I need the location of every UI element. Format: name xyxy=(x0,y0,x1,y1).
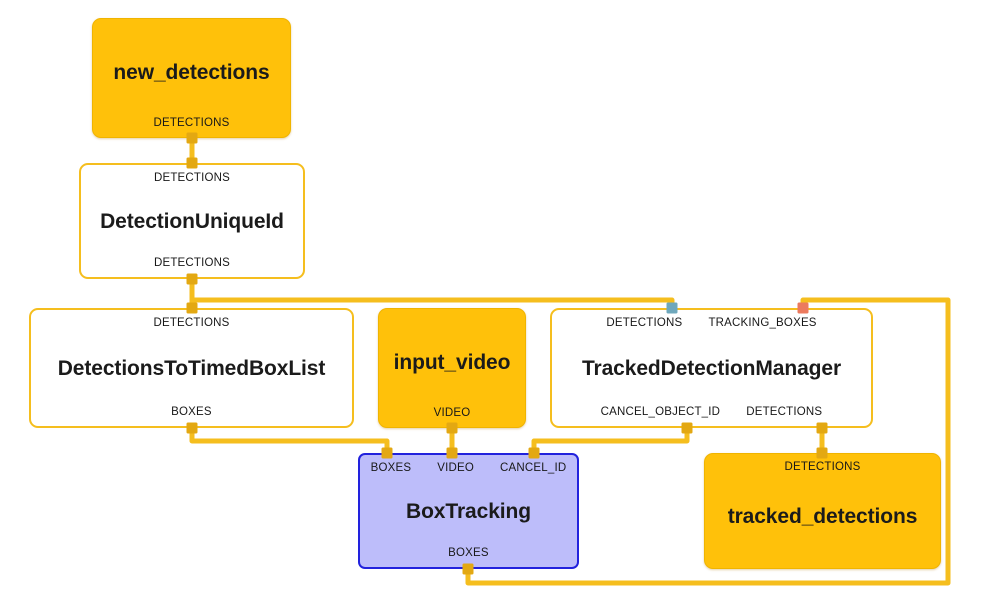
node-new_detections-inputs-labels xyxy=(93,19,290,27)
port-new_detections-out-DETECTIONS[interactable] xyxy=(186,132,198,144)
port-box_tracking-in-BOXES[interactable] xyxy=(381,447,393,459)
port-detection_unique_id-in-DETECTIONS[interactable] xyxy=(186,157,198,169)
port-label-box_tracking-outputs-boxes[interactable]: BOXES xyxy=(448,546,489,559)
port-label-box_tracking-inputs-video[interactable]: VIDEO xyxy=(437,462,475,474)
edge-box-tracking-boxes-to-tracking-boxes[interactable] xyxy=(465,297,951,586)
node-input_video-outputs-labels: VIDEO xyxy=(379,406,525,428)
node-title-tracked_detections: tracked_detections xyxy=(727,505,918,529)
port-tracked_detection_manager-in-TRACKING_BOXES[interactable] xyxy=(797,302,809,314)
node-tracked_detections-inputs-labels: DETECTIONS xyxy=(705,454,940,474)
node-detections_to_timed_box_list-outputs-labels: BOXES xyxy=(31,405,352,427)
port-tracked_detection_manager-in-DETECTIONS[interactable] xyxy=(666,302,678,314)
edge-cancel-object-id-to-box-tracking[interactable] xyxy=(531,425,690,456)
port-label-detection_unique_id-outputs-detections[interactable]: DETECTIONS xyxy=(153,256,231,269)
edge-unique-id-to-tracked-detection-manager[interactable] xyxy=(189,276,675,311)
port-label-tracked_detection_manager-outputs-detections[interactable]: DETECTIONS xyxy=(746,405,823,418)
node-title-input_video: input_video xyxy=(393,350,511,374)
node-tracked_detection_manager[interactable]: DETECTIONS TRACKING_BOXES TrackedDetection… xyxy=(550,308,873,428)
node-detection_unique_id-outputs-labels: DETECTIONS xyxy=(81,256,303,278)
port-label-tracked_detections-inputs-detections[interactable]: DETECTIONS xyxy=(784,461,861,473)
port-tracked_detection_manager-out-DETECTIONS[interactable] xyxy=(816,422,828,434)
node-title-detections_to_timed_box_list: DetectionsToTimedBoxList xyxy=(57,356,326,380)
node-tracked_detections-outputs-labels xyxy=(705,560,940,568)
port-label-tracked_detection_manager-inputs-tracking_boxes[interactable]: TRACKING_BOXES xyxy=(708,317,817,329)
port-box_tracking-in-CANCEL_ID[interactable] xyxy=(528,447,540,459)
edge-boxes-to-box-tracking[interactable] xyxy=(189,425,390,456)
port-label-detections_to_timed_box_list-outputs-boxes[interactable]: BOXES xyxy=(171,405,212,418)
port-box_tracking-out-BOXES[interactable] xyxy=(462,563,474,575)
port-label-tracked_detection_manager-outputs-cancel_object_id[interactable]: CANCEL_OBJECT_ID xyxy=(600,405,721,418)
node-tracked_detections[interactable]: DETECTIONS tracked_detections xyxy=(704,453,941,569)
port-box_tracking-in-VIDEO[interactable] xyxy=(446,447,458,459)
node-tracked_detection_manager-outputs-labels: CANCEL_OBJECT_ID DETECTIONS xyxy=(552,405,871,427)
port-label-new_detections-outputs-detections[interactable]: DETECTIONS xyxy=(153,116,230,129)
node-new_detections-outputs-labels: DETECTIONS xyxy=(93,116,290,138)
port-detections_to_timed_box_list-out-BOXES[interactable] xyxy=(186,422,198,434)
node-title-tracked_detection_manager: TrackedDetectionManager xyxy=(581,356,842,380)
port-detections_to_timed_box_list-in-DETECTIONS[interactable] xyxy=(186,302,198,314)
node-detections_to_timed_box_list-inputs-labels: DETECTIONS xyxy=(31,310,352,330)
port-tracked_detections-in-DETECTIONS[interactable] xyxy=(816,447,828,459)
port-input_video-out-VIDEO[interactable] xyxy=(446,422,458,434)
node-title-new_detections: new_detections xyxy=(113,60,270,84)
node-detection_unique_id-inputs-labels: DETECTIONS xyxy=(81,165,303,185)
node-box_tracking-inputs-labels: BOXES VIDEO CANCEL_ID xyxy=(360,455,577,475)
node-tracked_detection_manager-inputs-labels: DETECTIONS TRACKING_BOXES xyxy=(552,310,871,330)
port-label-box_tracking-inputs-boxes[interactable]: BOXES xyxy=(370,462,412,474)
node-title-box_tracking: BoxTracking xyxy=(406,499,531,523)
port-label-input_video-outputs-video[interactable]: VIDEO xyxy=(433,406,471,419)
port-label-box_tracking-inputs-cancel_id[interactable]: CANCEL_ID xyxy=(500,462,567,474)
node-input_video-inputs-labels xyxy=(379,309,525,317)
port-label-detection_unique_id-inputs-detections[interactable]: DETECTIONS xyxy=(153,172,231,184)
port-tracked_detection_manager-out-CANCEL_OBJECT_ID[interactable] xyxy=(681,422,693,434)
node-title-detection_unique_id: DetectionUniqueId xyxy=(100,209,284,233)
port-detection_unique_id-out-DETECTIONS[interactable] xyxy=(186,273,198,285)
port-label-tracked_detection_manager-inputs-detections[interactable]: DETECTIONS xyxy=(606,317,683,329)
port-label-detections_to_timed_box_list-inputs-detections[interactable]: DETECTIONS xyxy=(153,317,230,329)
node-box_tracking-outputs-labels: BOXES xyxy=(360,546,577,568)
